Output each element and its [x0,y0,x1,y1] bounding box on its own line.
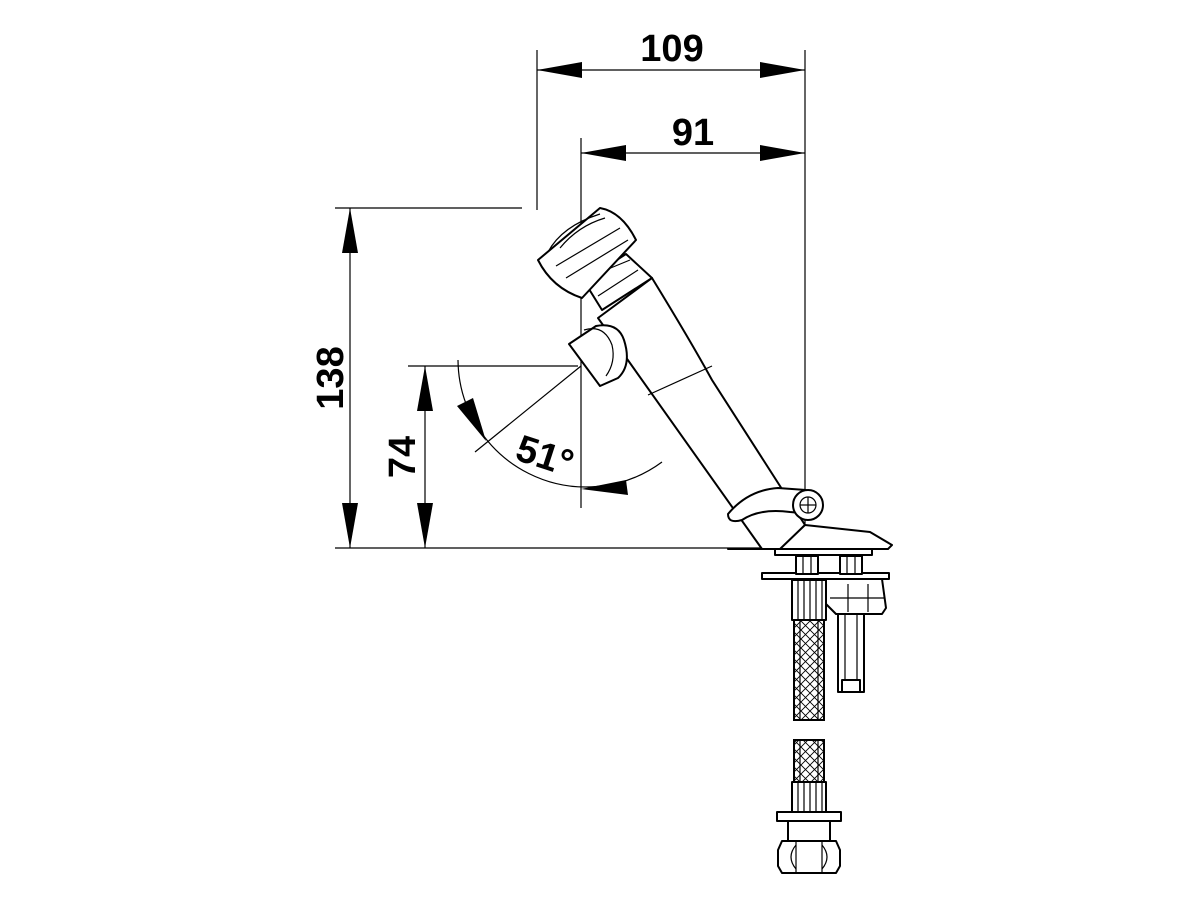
hose-nut [777,840,841,874]
dimension-label-109: 109 [640,28,703,70]
arrowhead [342,503,358,548]
arrowhead [760,145,805,161]
dimension-label-138: 138 [310,346,352,409]
hose-fitting-lower [791,781,827,813]
arrowhead [342,208,358,253]
clamp-bracket [825,578,887,615]
hose-fitting-upper [791,579,827,621]
dimension-spout-reach: 91 [580,112,805,508]
dimension-spout-height: 74 [382,365,578,548]
spout-outlet [568,324,628,387]
arrowhead [417,366,433,411]
faucet-body [537,207,893,556]
dimension-total-width: 109 [536,28,806,545]
push-button-cap [537,207,637,299]
dimension-label-74: 74 [382,436,424,478]
mounting-nut-left [795,555,819,575]
arrowhead [581,480,628,495]
arrowhead [760,62,805,78]
lever-handle [727,487,813,523]
arrowhead [457,398,486,441]
dimension-label-angle: 51° [511,428,579,486]
flexible-hose-lower [776,739,842,874]
faucet-base-flange [774,548,873,556]
arrowhead [581,145,626,161]
arrowhead [417,503,433,548]
hose-braid-upper [793,619,825,721]
dimension-total-height: 138 [310,207,790,549]
flexible-hose-upper [791,579,827,721]
dimension-label-91: 91 [672,112,714,154]
dimension-angle: 51° [457,359,663,495]
hose-washer [776,811,842,822]
hose-braid-lower [793,739,825,783]
mounting-hardware [761,555,890,693]
arrowhead [537,62,582,78]
mounting-nut-right [839,555,863,575]
